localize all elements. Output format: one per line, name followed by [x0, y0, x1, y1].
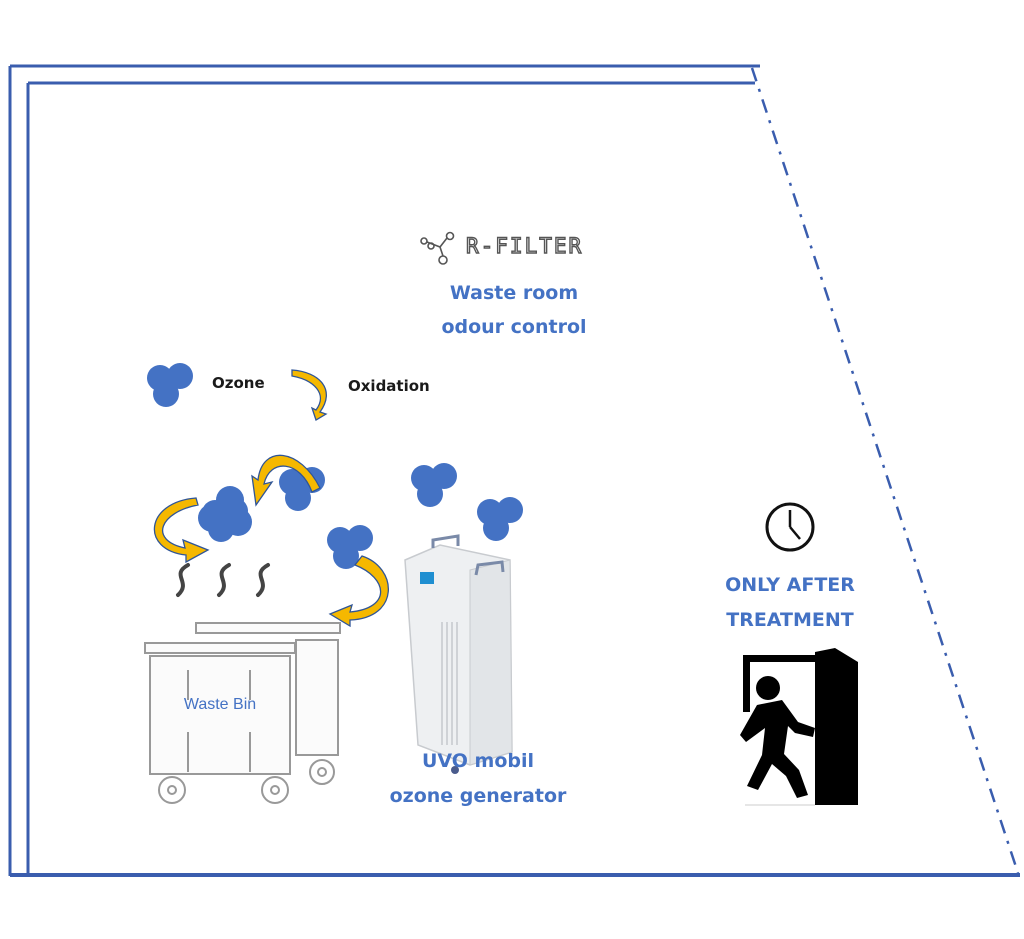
warning-line-2: TREATMENT: [726, 609, 854, 631]
waste-bin-label: Waste Bin: [183, 696, 257, 713]
generator-label-line-2: ozone generator: [389, 785, 567, 807]
molecule-icon: [420, 231, 455, 265]
waste-bin-back: [195, 622, 341, 785]
ozone-generator-device: [404, 534, 513, 774]
room-outline: [8, 64, 1020, 877]
brand-logo-text: R-FILTER: [465, 233, 584, 258]
person-exiting-door-icon: [740, 648, 858, 806]
clock-icon: [765, 502, 815, 552]
oxidation-arrows: [153, 454, 389, 628]
dashed-boundary: [750, 67, 1020, 874]
ozone-legend-icon: [147, 363, 193, 407]
generator-label-line-1: UVO mobil: [421, 750, 535, 772]
ozone-legend-label: Ozone: [212, 374, 265, 392]
waste-bin-front: [144, 642, 296, 804]
oxidation-legend-label: Oxidation: [348, 377, 430, 395]
oxidation-arrow-icon: [291, 369, 328, 421]
title-line-2: odour control: [441, 316, 587, 338]
title-line-1: Waste room: [449, 282, 579, 304]
ozone-molecule-large: [198, 486, 252, 536]
odour-squiggles: [176, 563, 270, 597]
device-screen: [420, 572, 434, 584]
warning-line-1: ONLY AFTER: [725, 574, 855, 596]
